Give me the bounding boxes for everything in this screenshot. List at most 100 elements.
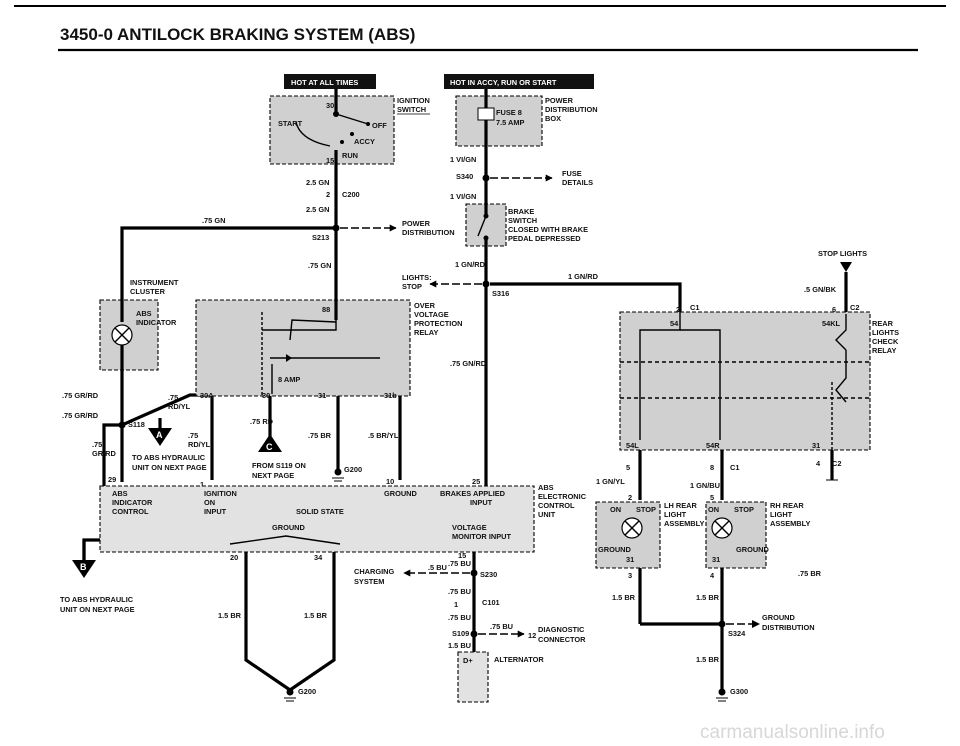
connector-b (72, 560, 96, 578)
connector-a (148, 428, 172, 446)
ign-run-label: RUN (342, 151, 358, 160)
rh-title-3: ASSEMBLY (770, 519, 810, 528)
alternator-dplus: D+ (463, 656, 473, 665)
charging-s230: S230 (480, 570, 497, 579)
charging-wire-5bu: .5 BU (428, 563, 447, 572)
charging-wire-15bu: 1.5 BU (448, 641, 471, 650)
lh-title-2: LIGHT (664, 510, 687, 519)
ign-wire-75gn-b: .75 GN (308, 261, 331, 270)
connector-a-wire-2: RD/YL (188, 440, 211, 449)
ignition-switch-title-2: SWITCH (397, 105, 426, 114)
fuse-8-label: FUSE 8 (496, 108, 522, 117)
ground-dist-2: DISTRIBUTION (762, 623, 815, 632)
fuse-s340: S340 (456, 172, 473, 181)
relay-title-4: RELAY (414, 328, 438, 337)
connector-b-note-2: UNIT ON NEXT PAGE (60, 605, 135, 614)
right-pin-6: 6 (832, 305, 836, 314)
connector-a-wire-1: .75 (188, 431, 198, 440)
alternator-label: ALTERNATOR (494, 655, 544, 664)
brake-wire: 1 GN/RD (455, 260, 486, 269)
right-pin-54kl: 54KL (822, 319, 841, 328)
ign-c200: C200 (342, 190, 360, 199)
lh-ground-label: GROUND (598, 545, 632, 554)
ign-pin-15: 15 (326, 156, 334, 165)
rh-title-1: RH REAR (770, 501, 804, 510)
rh-title-2: LIGHT (770, 510, 793, 519)
lh-pin-31: 31 (626, 555, 634, 564)
right-pin-31: 31 (812, 441, 820, 450)
ecu-ign-1: IGNITION (204, 489, 237, 498)
charging-label-1: CHARGING (354, 567, 394, 576)
relay-pin-88: 88 (322, 305, 330, 314)
lh-title-1: LH REAR (664, 501, 698, 510)
check-relay-1: REAR (872, 319, 894, 328)
fuse-details-1: FUSE (562, 169, 582, 178)
relay-title-2: VOLTAGE (414, 310, 449, 319)
charging-c101: C101 (482, 598, 500, 607)
relay-wire-rd: .75 RD (250, 417, 274, 426)
brake-switch-title-1: BRAKE (508, 207, 534, 216)
rh-ground-label: GROUND (736, 545, 770, 554)
lh-title-3: ASSEMBLY (664, 519, 704, 528)
brake-s316: S316 (492, 289, 509, 298)
cluster-wire-d-2: RD/YL (168, 402, 191, 411)
brake-switch-note-1: CLOSED WITH BRAKE (508, 225, 588, 234)
ign-wire-25gn-b: 2.5 GN (306, 205, 329, 214)
ecu-ign-3: INPUT (204, 507, 227, 516)
hot-in-accy-label: HOT IN ACCY, RUN OR START (450, 78, 557, 87)
charging-wire-75bu-c: .75 BU (448, 613, 471, 622)
ecu-title-1: ABS (538, 483, 554, 492)
connector-b-letter: B (80, 562, 87, 572)
right-c2: C2 (850, 303, 859, 312)
brake-switch-title-2: SWITCH (508, 216, 537, 225)
charging-pin-12: 12 (528, 631, 536, 640)
cluster-wire-a: .75 GR/RD (62, 391, 99, 400)
ecu-abs-ind-3: CONTROL (112, 507, 149, 516)
ecu-ground-top: GROUND (384, 489, 418, 498)
right-wire-75br: .75 BR (798, 569, 822, 578)
ecu-volt-2: MONITOR INPUT (452, 532, 511, 541)
relay-pin-31: 31 (318, 391, 326, 400)
right-br-e: 1.5 BR (696, 655, 720, 664)
ecu-volt-1: VOLTAGE (452, 523, 487, 532)
ecu-pin-10: 10 (386, 477, 394, 486)
right-wire-gnbk: .5 GN/BK (804, 285, 837, 294)
ecu-pin-25: 25 (472, 477, 480, 486)
fuse-wire-1: 1 VI/GN (450, 155, 476, 164)
ign-s213: S213 (312, 233, 329, 242)
connector-a-note-1: TO ABS HYDRAULIC (132, 453, 206, 462)
power-dist-label-2: DISTRIBUTION (402, 228, 455, 237)
lights-stop-1: LIGHTS: (402, 273, 432, 282)
connector-c-note-2: NEXT PAGE (252, 471, 294, 480)
connector-b-note-1: TO ABS HYDRAULIC (60, 595, 134, 604)
right-c1: C1 (690, 303, 699, 312)
right-g300: G300 (730, 687, 748, 696)
rh-pin-31: 31 (712, 555, 720, 564)
ecu-title-3: CONTROL (538, 501, 575, 510)
page-title: 3450-0 ANTILOCK BRAKING SYSTEM (ABS) (60, 25, 415, 44)
diag-connector-1: DIAGNOSTIC (538, 625, 585, 634)
right-pin-4b: 4 (710, 571, 715, 580)
right-pin-5a: 5 (626, 463, 630, 472)
lh-on-label: ON (610, 505, 621, 514)
right-wire-gnyl: 1 GN/YL (596, 477, 625, 486)
diag-connector-2: CONNECTOR (538, 635, 586, 644)
check-relay-3: CHECK (872, 337, 899, 346)
right-s324: S324 (728, 629, 746, 638)
right-pin-8: 8 (710, 463, 714, 472)
lights-stop-2: STOP (402, 282, 422, 291)
ecu-pin-15: 15 (458, 551, 466, 560)
relay-wire-gnrd: .75 GN/RD (450, 359, 487, 368)
abs-indicator-1: ABS (136, 309, 152, 318)
power-dist-label-1: POWER (402, 219, 431, 228)
charging-pin-1: 1 (454, 600, 458, 609)
ign-accy-label: ACCY (354, 137, 375, 146)
connector-a-letter: A (156, 430, 163, 440)
charging-wire-75bu-b: .75 BU (448, 587, 471, 596)
ign-wire-25gn-a: 2.5 GN (306, 178, 329, 187)
ecu-brakes-2: INPUT (470, 498, 493, 507)
connector-c-letter: C (266, 442, 273, 452)
ign-off-label: OFF (372, 121, 387, 130)
ground-g200: G200 (298, 687, 316, 696)
rh-stop-label: STOP (734, 505, 754, 514)
